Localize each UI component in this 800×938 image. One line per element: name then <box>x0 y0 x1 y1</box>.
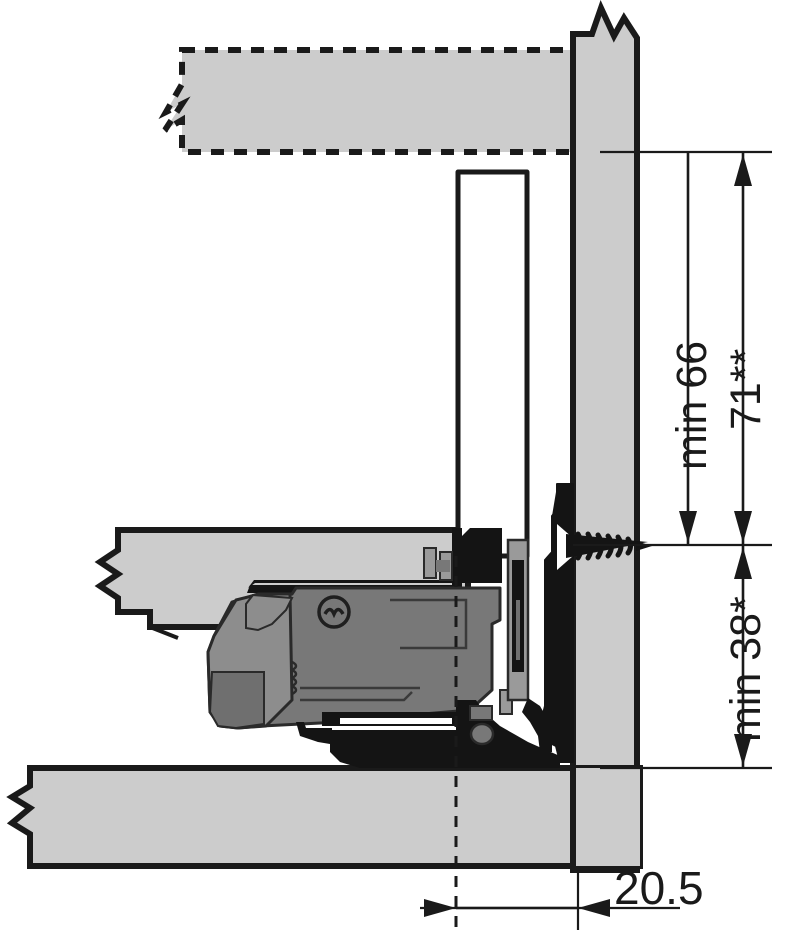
dimension-71 <box>734 152 752 545</box>
hidden-shelf-outline <box>158 47 615 155</box>
dimension-label-20-5: 20.5 <box>614 862 704 914</box>
cabinet-bottom-panel <box>6 765 643 869</box>
drawer-side <box>455 169 530 559</box>
dimension-label-min-66: min 66 <box>668 340 716 470</box>
runner-mechanism <box>206 528 560 768</box>
dimension-label-71: 71** <box>722 348 770 430</box>
dimension-min-66 <box>679 152 697 545</box>
cabinet-side-panel <box>570 0 640 873</box>
adjuster-screw <box>317 595 351 629</box>
dimension-20-5 <box>424 899 610 917</box>
dimension-min-38 <box>734 545 752 768</box>
mounting-bracket <box>539 483 574 763</box>
dimension-label-min-38: min 38* <box>722 596 770 742</box>
